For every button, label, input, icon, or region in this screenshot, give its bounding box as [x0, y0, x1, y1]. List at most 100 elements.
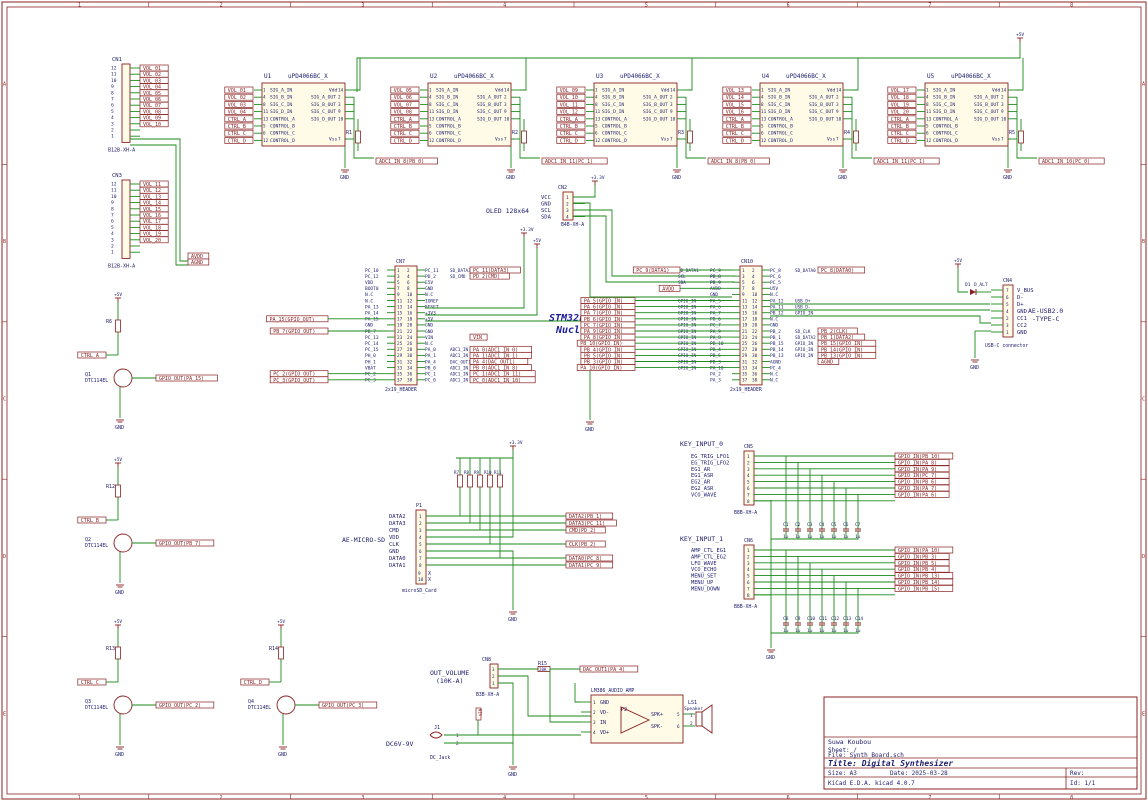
border-col-label-top: 3 [361, 3, 364, 9]
key0-pin-name: EG2_AR [691, 480, 711, 486]
mux-input-net-box [556, 108, 586, 115]
cn3-net: VOL_18 [143, 225, 161, 231]
mux-input-net-box [722, 101, 752, 108]
mux-ctrl-net-box [722, 129, 752, 137]
mux-pin-right: Vss [495, 137, 504, 143]
sd-pullup-R11 [497, 474, 503, 488]
volume-pin-num: 2 [492, 674, 495, 680]
cn10-alt-left: GPIO_IN [678, 359, 697, 365]
mux-pin-num-right: 3 [504, 102, 507, 108]
cn10-pin-num-right: 2 [752, 268, 755, 274]
capacitor-ref: C3 [807, 522, 813, 528]
key1-pin-num: 2 [747, 554, 750, 560]
mux-input-net: VOL_03 [228, 102, 246, 108]
usb-pin-name: CC2 [1017, 323, 1027, 329]
mux-pin-right: SIG_A_OUT [974, 95, 999, 101]
mux-vdd [852, 58, 859, 91]
tb-rev: Rev: [1070, 770, 1084, 777]
mux-input-net: VOL_09 [560, 88, 578, 94]
cn7-pin-name-right: +3V3 [425, 311, 436, 317]
usb-diode-value: D_ALT [974, 282, 988, 288]
oled-pin-name: GND [541, 202, 551, 208]
mux-pin-left: SIG_C_IN [602, 102, 624, 108]
mux-input-net: VOL_20 [891, 110, 909, 116]
mux-pin-num-left: 1 [263, 88, 266, 94]
cn10-pin-name-right: PC_8 [770, 268, 781, 274]
mux-ctrl-net: CTRL_B [726, 124, 744, 130]
sd-nc: X [428, 577, 431, 583]
cn10-net-right: PB_15(GPIO_IN) [821, 341, 863, 347]
mux-pin-left: SIG_D_IN [270, 109, 292, 115]
tb-file: File: Synth_Board.sch [828, 752, 904, 759]
capacitor-ref: C13 [843, 616, 851, 622]
key0-net: GPIO_IN(PA_7) [898, 486, 937, 492]
key1-net-box [894, 585, 954, 592]
gnd-label: GND [508, 617, 517, 623]
mux-pin-left: SIG_D_IN [933, 109, 955, 115]
mux-pin-num-left: 4 [263, 95, 266, 101]
mux-pin-num-left: 1 [926, 88, 929, 94]
mux-ctrl-net: CTRL_C [726, 131, 744, 137]
key0-net: GPIO_IN(PA_8) [898, 460, 937, 466]
cn10-pin-num-left: 37 [742, 378, 748, 384]
cn10-pin-num-right: 14 [752, 304, 758, 310]
cn7-net-right: VIN [473, 335, 482, 341]
sd-pin-num: 5 [419, 542, 422, 548]
cn7-alt-right: ADC1_IN [450, 365, 469, 371]
cn10-pin-num-right: 36 [752, 372, 758, 378]
mux-pin-num-left: 11 [761, 109, 767, 115]
sd-nc: X [428, 571, 431, 577]
mux-pin-right: SIG_D_OUT [311, 116, 336, 122]
key1-net: GPIO_IN(PB_15) [898, 586, 940, 592]
mux-ref-U3: U3 [596, 73, 604, 80]
tr-gpio-net-box [155, 539, 215, 547]
mux-pin-num-left: 5 [926, 124, 929, 130]
oled-pin-name: SDA [541, 215, 552, 221]
sd-pin-num: 1 [419, 514, 422, 520]
cn7-net-right-box [469, 272, 510, 280]
cn10-net-left: PA_8(GPIO_IN) [584, 335, 623, 341]
cn1-value: B12B-XH-A [108, 147, 135, 153]
key1-net-box [894, 572, 954, 579]
cn10-pin-name-right: PB_1 [770, 335, 781, 341]
cn7-pin-num-right: 4 [407, 274, 410, 280]
mux-input-net: VOL_18 [891, 95, 909, 101]
key0-pin-name: EG2_ASR [691, 486, 714, 492]
usb-cc [770, 315, 991, 324]
tr-gpio-net: GPIO_OUT(PA_15) [159, 376, 204, 382]
cn7-pin-name-left: PB_7 [365, 329, 376, 335]
mux-ctrl-net-box [224, 115, 254, 123]
audio-amp [590, 694, 684, 744]
volume-pin-num: 3 [492, 667, 495, 673]
cn10-pin-name-right: PC_4 [770, 365, 781, 371]
border-col-label-top: 7 [928, 3, 931, 9]
cn10-pin-name-right: N.C [770, 378, 778, 384]
key1-pin-num: 6 [747, 580, 750, 586]
mux-input-net: VOL_07 [394, 102, 412, 108]
sd-net-box [565, 540, 606, 548]
cn7-pin-name-right: GND [425, 286, 433, 292]
usb-vbus-left [957, 268, 968, 293]
cn3-net: VOL_17 [143, 219, 161, 225]
cn7-body [394, 265, 418, 386]
cn10-pin-num-right: 8 [752, 286, 755, 292]
capacitor-ref: C10 [807, 616, 815, 622]
key0-pin-num: 6 [747, 486, 750, 492]
mux-pin-num-left: 4 [595, 95, 598, 101]
power-label: +5V [114, 457, 122, 463]
mux-pin-num-left: 5 [761, 124, 764, 130]
cn10-pin-name-left: PC_7 [710, 323, 721, 329]
cn10-pin-name-left: PA_3 [710, 378, 721, 384]
mux-pin-num-left: 8 [263, 102, 266, 108]
cn10-net-left: PA_6(GPIO_IN) [584, 305, 623, 311]
mux-value-U3: uPD4066BC_X [620, 73, 660, 80]
cn10-alt-left: GPIO_IN [678, 329, 697, 335]
cn10-pin-name-left: PA_7 [710, 311, 721, 317]
speaker-value: Speaker [684, 706, 703, 712]
cn7-pin-name-left: PA_15 [365, 317, 379, 323]
usb-value: USB-C connector [985, 343, 1028, 349]
key1-net: GPIO_IN(PB_5) [898, 561, 937, 567]
cn10-alt-right: USB_D- [795, 304, 811, 310]
cn10-pin-num-left: 11 [742, 298, 748, 304]
cn10-net-left: PA_5(GPIO_IN) [584, 299, 623, 305]
